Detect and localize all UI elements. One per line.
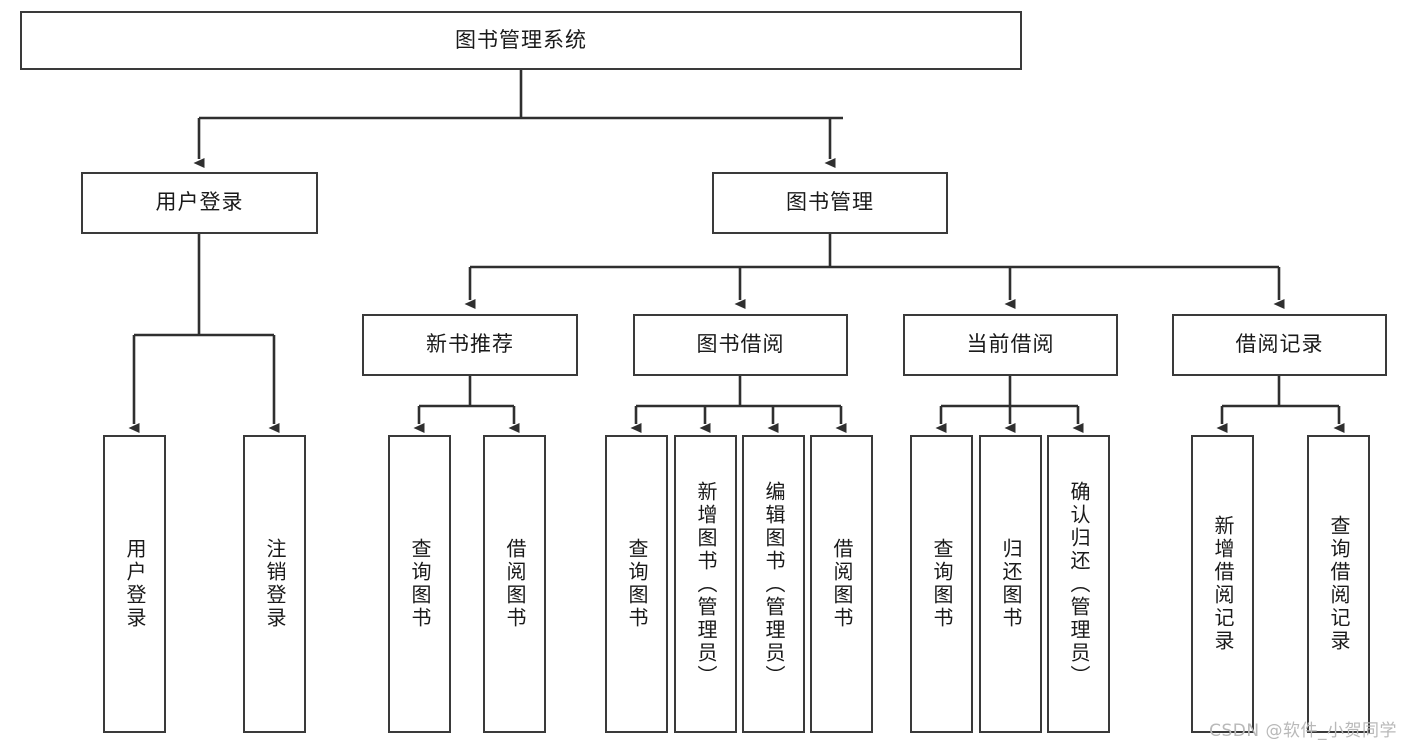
node-borrow-record-label: 借阅记录 [1235, 332, 1324, 357]
node-root-label: 图书管理系统 [455, 27, 587, 52]
leaf-confirm-return-label: 确认归还（管理员） [1067, 480, 1091, 688]
leaf-borrow-book-1-label: 借阅图书 [503, 538, 527, 630]
leaf-edit-book[interactable]: 编辑图书（管理员） [742, 435, 805, 733]
leaf-edit-book-label: 编辑图书（管理员） [762, 480, 786, 688]
node-current-borrow[interactable]: 当前借阅 [903, 314, 1118, 376]
node-book-borrow[interactable]: 图书借阅 [633, 314, 848, 376]
leaf-return-book-label: 归还图书 [999, 538, 1023, 630]
leaf-confirm-return[interactable]: 确认归还（管理员） [1047, 435, 1110, 733]
leaf-query-book-1-label: 查询图书 [408, 538, 432, 630]
node-borrow-record[interactable]: 借阅记录 [1172, 314, 1387, 376]
leaf-borrow-book-2-label: 借阅图书 [830, 538, 854, 630]
node-user-login-label: 用户登录 [155, 190, 244, 215]
leaf-logout-login[interactable]: 注销登录 [243, 435, 306, 733]
node-user-login[interactable]: 用户登录 [81, 172, 318, 234]
csdn-watermark: CSDN @软件_小贺同学 [1209, 721, 1397, 741]
node-book-manage-label: 图书管理 [786, 190, 874, 215]
leaf-add-book-label: 新增图书（管理员） [694, 480, 718, 688]
leaf-user-login-label: 用户登录 [123, 538, 147, 630]
leaf-add-book[interactable]: 新增图书（管理员） [674, 435, 737, 733]
leaf-query-record-label: 查询借阅记录 [1327, 515, 1351, 653]
leaf-query-book-3-label: 查询图书 [930, 538, 954, 630]
leaf-query-book-1[interactable]: 查询图书 [388, 435, 451, 733]
node-root[interactable]: 图书管理系统 [20, 11, 1022, 70]
leaf-query-book-2-label: 查询图书 [625, 538, 649, 630]
leaf-add-record[interactable]: 新增借阅记录 [1191, 435, 1254, 733]
leaf-query-book-3[interactable]: 查询图书 [910, 435, 973, 733]
leaf-query-record[interactable]: 查询借阅记录 [1307, 435, 1370, 733]
node-new-book-rec[interactable]: 新书推荐 [362, 314, 578, 376]
node-new-book-rec-label: 新书推荐 [426, 332, 514, 357]
leaf-logout-login-label: 注销登录 [263, 538, 287, 630]
leaf-query-book-2[interactable]: 查询图书 [605, 435, 668, 733]
leaf-user-login[interactable]: 用户登录 [103, 435, 166, 733]
leaf-borrow-book-1[interactable]: 借阅图书 [483, 435, 546, 733]
node-book-manage[interactable]: 图书管理 [712, 172, 948, 234]
leaf-return-book[interactable]: 归还图书 [979, 435, 1042, 733]
node-current-borrow-label: 当前借阅 [966, 332, 1055, 357]
leaf-add-record-label: 新增借阅记录 [1211, 515, 1235, 653]
leaf-borrow-book-2[interactable]: 借阅图书 [810, 435, 873, 733]
node-book-borrow-label: 图书借阅 [696, 332, 785, 357]
